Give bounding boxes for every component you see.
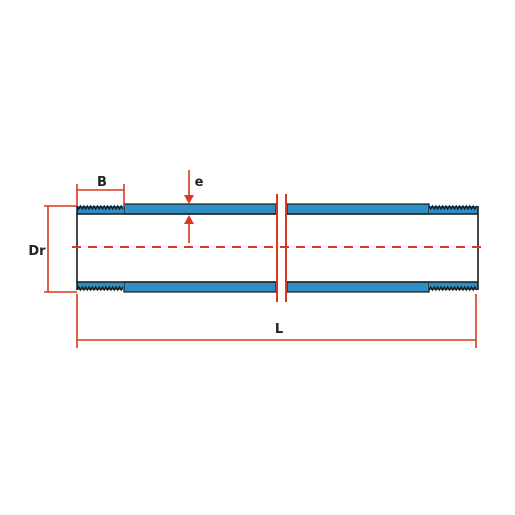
pipe-wall-bottom-right [286,281,430,293]
pipe-wall-bottom-left [123,281,277,293]
thread-bottom-right-teeth [428,285,478,292]
label-total-length: L [275,322,283,337]
thread-top-left-teeth [76,204,124,211]
thread-bottom-right [429,282,478,290]
thread-sections [76,204,478,292]
label-outer-diameter: Dr [28,244,46,259]
dim-e-upper-arrow [184,195,194,204]
label-thread-length: B [97,175,107,190]
thread-top-left [77,206,124,214]
thread-bottom-left-teeth [76,285,124,292]
thread-top-right-teeth [428,204,478,211]
thread-bottom-left [77,282,124,290]
label-wall-thickness: e [195,175,204,190]
pipe-wall-top-left [123,203,277,215]
dim-e-lower-arrow [184,215,194,224]
pipe-wall-top-right [286,203,430,215]
thread-top-right [429,206,478,214]
